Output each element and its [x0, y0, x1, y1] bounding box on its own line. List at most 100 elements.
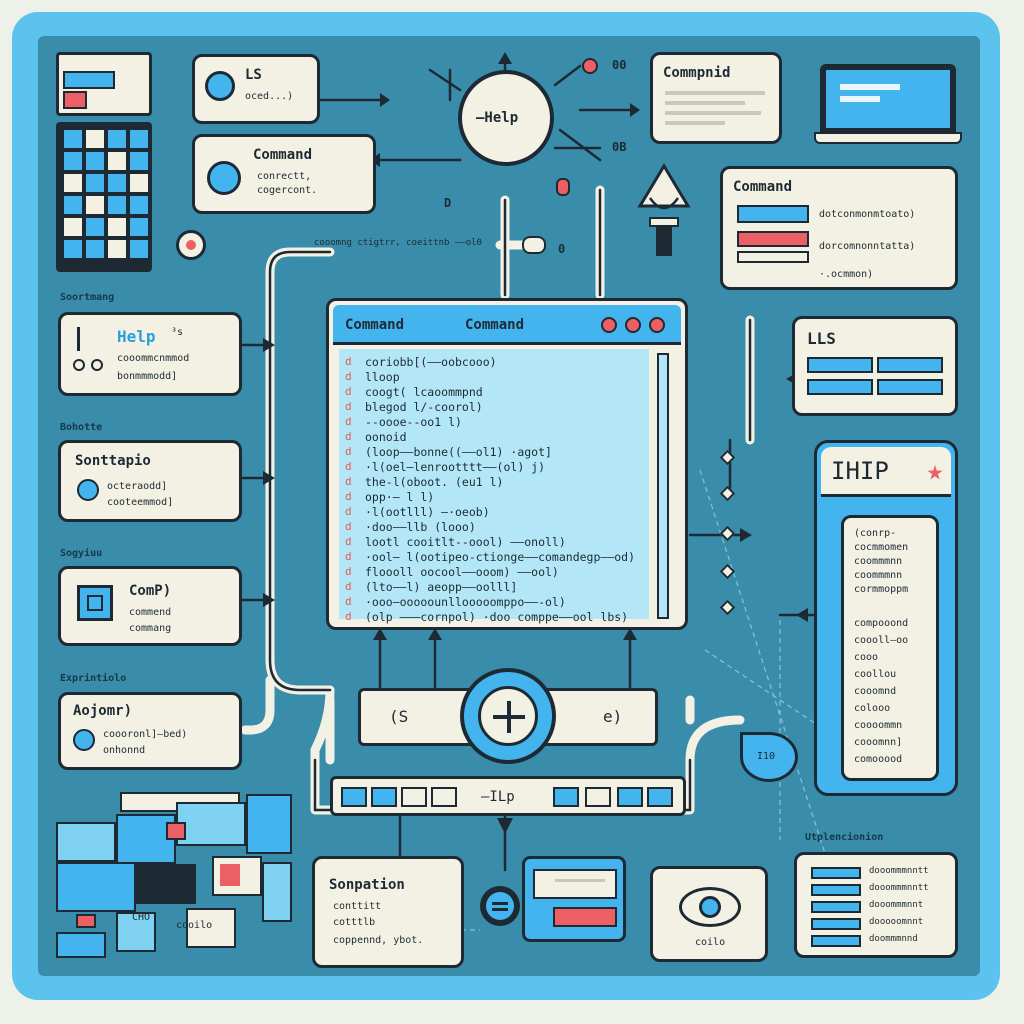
- help-hub[interactable]: —Help: [458, 70, 554, 166]
- terminal-line[interactable]: ·l(oel—lenrootttt——(ol) j): [365, 460, 546, 474]
- help-panel-line[interactable]: coollou: [854, 669, 897, 680]
- ls-card[interactable]: LS oced...): [192, 54, 320, 124]
- terminal-line[interactable]: ·doo——llb (looo): [365, 520, 476, 534]
- window-dot-icon[interactable]: [649, 317, 665, 333]
- help-panel-line[interactable]: coooommn: [854, 720, 903, 731]
- separation-line: cotttlb: [333, 917, 376, 928]
- comp-card[interactable]: ComP) commend commang: [58, 566, 242, 646]
- command-list-row[interactable]: dotconmonmtoato): [819, 209, 916, 220]
- terminal-line[interactable]: (loop——bonne((——ol1) ·agot]: [365, 445, 552, 459]
- help-panel-line[interactable]: compooond: [854, 618, 909, 629]
- syntax-card-line: cooteemmod]: [107, 497, 174, 508]
- output-swatch: [811, 884, 861, 896]
- separation-card[interactable]: Sonpation conttitt cotttlb coppennd, ybo…: [312, 856, 464, 968]
- help-panel-title: IHIP: [831, 457, 889, 485]
- toggle-cell[interactable]: [617, 787, 643, 807]
- help-panel-line[interactable]: colooo: [854, 703, 891, 714]
- terminal-line[interactable]: ·l(ootlll) —·oeob): [365, 505, 490, 519]
- toggle-cell[interactable]: [401, 787, 427, 807]
- window-dot-icon[interactable]: [601, 317, 617, 333]
- help-panel-line[interactable]: cooo: [854, 652, 879, 663]
- line-marker: d: [345, 415, 352, 428]
- output-row[interactable]: dooommmnnt: [869, 900, 924, 910]
- output-row[interactable]: dooommmnntt: [869, 866, 929, 876]
- help-hub-label: —Help: [476, 110, 519, 126]
- output-swatch: [811, 918, 861, 930]
- comp-card-line: commend: [129, 607, 172, 618]
- line-marker: d: [345, 460, 352, 473]
- help-panel-line[interactable]: cooomnn]: [854, 737, 903, 748]
- help-panel[interactable]: IHIP (conrp-cocmmomen coommmnn coommmnn cor…: [814, 440, 958, 796]
- line-marker: d: [345, 505, 352, 518]
- example-card[interactable]: Aojomr) coooronl]—bed) onhonnd: [58, 692, 242, 770]
- syntax-card[interactable]: Sonttapio octeraodd] cooteemmod]: [58, 440, 242, 522]
- hub-small-label: D: [444, 196, 452, 210]
- window-dot-icon[interactable]: [625, 317, 641, 333]
- grid-keypad[interactable]: [56, 122, 152, 272]
- terminal-line[interactable]: lloop: [365, 370, 400, 384]
- add-dial-button[interactable]: [460, 668, 556, 764]
- terminal-line[interactable]: opp·— l l): [365, 490, 435, 504]
- help-panel-line[interactable]: coommmnn: [854, 556, 903, 567]
- hub-badge: 0B: [612, 140, 627, 154]
- terminal-screen[interactable]: [339, 349, 649, 619]
- terminal-line[interactable]: ·ool— l(ootipeo-ctionge——comandegp——od): [365, 550, 636, 564]
- command-list-row[interactable]: ·.ocmmon): [819, 269, 874, 280]
- help-panel-line[interactable]: cormmoppm: [854, 584, 909, 595]
- terminal-scrollbar[interactable]: [657, 353, 669, 619]
- help-panel-line[interactable]: cooomnd: [854, 686, 897, 697]
- terminal-line[interactable]: (lto——l) aeopp——oolll]: [365, 580, 518, 594]
- help-card[interactable]: Help ³s cooommcnmmod bonmmmodd]: [58, 312, 242, 396]
- help-card-sup: ³s: [171, 327, 184, 338]
- toggle-cell[interactable]: [647, 787, 673, 807]
- output-swatch: [811, 935, 861, 947]
- separation-title: Sonpation: [329, 877, 405, 893]
- help-panel-line[interactable]: coommmnn: [854, 570, 903, 581]
- help-panel-line[interactable]: (conrp-: [854, 528, 897, 539]
- star-icon: [927, 465, 943, 480]
- lls-card[interactable]: LLS: [792, 316, 958, 416]
- help-card-title: Help: [117, 327, 156, 346]
- toggle-label: –ILp: [481, 789, 515, 805]
- toggle-cell[interactable]: [553, 787, 579, 807]
- terminal-line[interactable]: coogt( lcaoommpnd: [365, 385, 483, 399]
- command-card[interactable]: Command conrectt, cogercont.: [192, 134, 376, 214]
- lls-bar: [877, 357, 943, 373]
- terminal-line[interactable]: oonoid: [365, 430, 407, 444]
- syntax-card-line: octeraodd]: [107, 481, 168, 492]
- toggle-cell[interactable]: [431, 787, 457, 807]
- hub-badge: 00: [612, 58, 627, 72]
- eye-label: coilo: [695, 937, 726, 948]
- eye-card[interactable]: coilo: [650, 866, 768, 962]
- switch-toggle-icon[interactable]: [480, 886, 520, 926]
- help-panel-line[interactable]: cocmmomen: [854, 542, 909, 553]
- terminal-line[interactable]: blegod l/-coorol): [365, 400, 483, 414]
- command-notes-card[interactable]: Commpnid: [650, 52, 782, 144]
- line-marker: d: [345, 610, 352, 623]
- terminal-line[interactable]: --oooe--oo1 l): [365, 415, 462, 429]
- toggle-cell[interactable]: [341, 787, 367, 807]
- help-panel-line[interactable]: comooood: [854, 754, 903, 765]
- output-row[interactable]: doommmnnd: [869, 934, 918, 944]
- terminal-line[interactable]: (olp ———cornpol) ·doo comppe——ool lbs): [365, 610, 629, 624]
- preview-red-bar: [553, 907, 617, 927]
- terminal-line[interactable]: floooll oocool——ooom) ——ool): [365, 565, 559, 579]
- toggle-cell[interactable]: [585, 787, 611, 807]
- terminal-line[interactable]: ·ooo—ooooounllooooomppo——-ol): [365, 595, 566, 609]
- command-list-row[interactable]: dorcomnonntatta): [819, 241, 916, 252]
- preview-card[interactable]: [522, 856, 626, 942]
- output-row[interactable]: dooooomnnt: [869, 917, 924, 927]
- output-row[interactable]: dooommmnntt: [869, 883, 929, 893]
- toggle-cell[interactable]: [371, 787, 397, 807]
- terminal-line[interactable]: coriobb[(——oobcooo): [365, 355, 497, 369]
- toggle-strip[interactable]: –ILp: [330, 776, 686, 816]
- blue-swatch: [63, 71, 115, 89]
- help-panel-header: IHIP: [821, 447, 951, 497]
- command-card-line: cogercont.: [257, 185, 318, 196]
- output-card[interactable]: dooommmnntt dooommmnntt dooommmnnt dooooomn…: [794, 852, 958, 958]
- terminal-line[interactable]: lootl cooitlt--oool) ——onoll): [365, 535, 566, 549]
- help-panel-line[interactable]: coooll—oo: [854, 635, 909, 646]
- terminal-line[interactable]: the-l(oboot. (eu1 l): [365, 475, 504, 489]
- command-list-card[interactable]: Command dotconmonmtoato) dorcomnonntatta…: [720, 166, 958, 290]
